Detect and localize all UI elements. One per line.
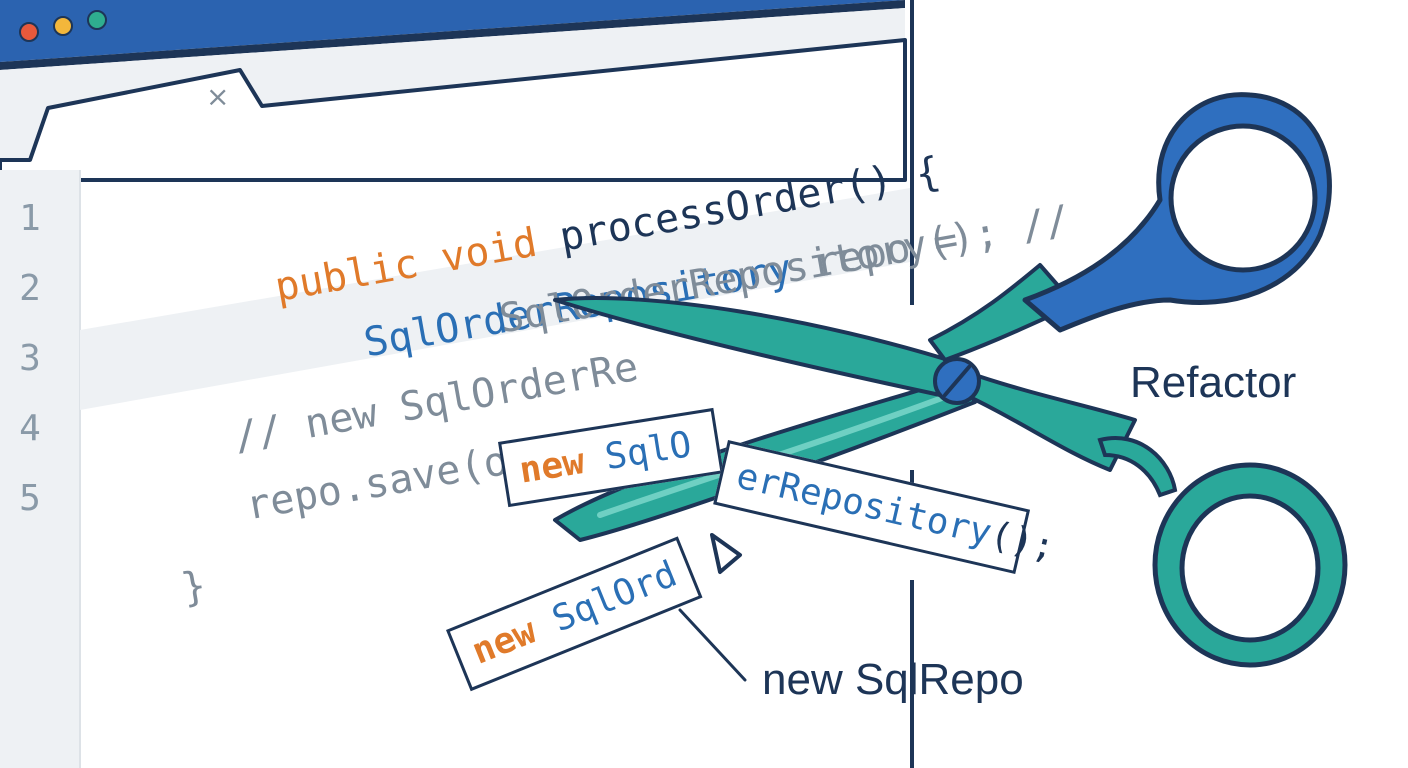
current-line-highlight [80, 188, 910, 410]
cursor-arrow-icon [710, 533, 742, 574]
refactor-label: Refactor [1130, 358, 1297, 407]
new-sqlrepo-label: new SqlRepo [762, 655, 1024, 704]
line-number-1: 1 [19, 198, 41, 239]
editor-tab[interactable] [0, 38, 907, 182]
line-number-3: 3 [19, 338, 41, 379]
maximize-window-button[interactable] [87, 10, 107, 30]
line-number-4: 4 [19, 408, 41, 449]
close-window-button[interactable] [19, 22, 39, 42]
close-icon[interactable]: × [206, 80, 230, 113]
line-number-2: 2 [19, 268, 41, 309]
minimize-window-button[interactable] [53, 16, 73, 36]
line-gutter [0, 170, 80, 768]
line-number-5: 5 [19, 478, 41, 519]
callout-line [678, 608, 747, 682]
